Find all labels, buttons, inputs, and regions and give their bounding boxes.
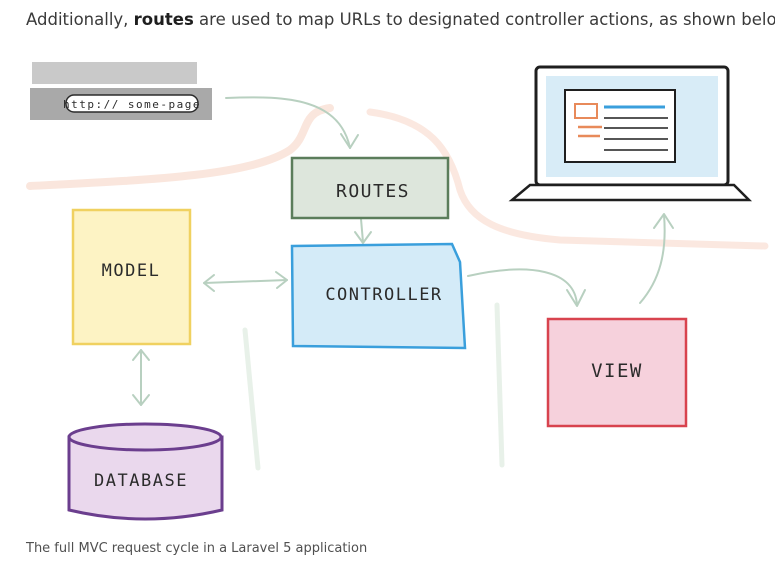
intro-paragraph: Additionally, routes are used to map URL…: [26, 10, 775, 29]
browser-url-bar: http:// some-page: [30, 62, 212, 120]
view-label: VIEW: [591, 360, 643, 382]
database-label: DATABASE: [94, 471, 188, 491]
routes-box: ROUTES: [290, 156, 450, 220]
routes-label: ROUTES: [336, 181, 410, 202]
model-label: MODEL: [102, 261, 161, 281]
arrow-model-controller: [203, 279, 288, 284]
flow-arrows: [132, 96, 674, 406]
figure-caption: The full MVC request cycle in a Laravel …: [26, 541, 368, 556]
intro-bold-routes: routes: [133, 10, 194, 29]
arrow-view-to-laptop: [639, 214, 666, 304]
arrow-url-to-routes: [225, 96, 351, 149]
controller-box: CONTROLLER: [290, 242, 467, 350]
intro-text-after: are used to map URLs to designated contr…: [193, 10, 775, 29]
model-box: MODEL: [71, 208, 192, 346]
mvc-diagram: http:// some-page ROUTES: [26, 62, 769, 521]
background-sketch-strokes: [26, 104, 769, 471]
arrow-routes-to-controller: [360, 218, 364, 243]
view-box: VIEW: [546, 317, 688, 428]
database-cylinder: DATABASE: [67, 422, 224, 521]
laptop-illustration: [508, 65, 753, 202]
intro-text-before: Additionally,: [26, 10, 134, 29]
url-text: http:// some-page: [63, 98, 201, 111]
arrow-controller-to-view: [467, 268, 578, 306]
controller-label: CONTROLLER: [325, 285, 442, 305]
